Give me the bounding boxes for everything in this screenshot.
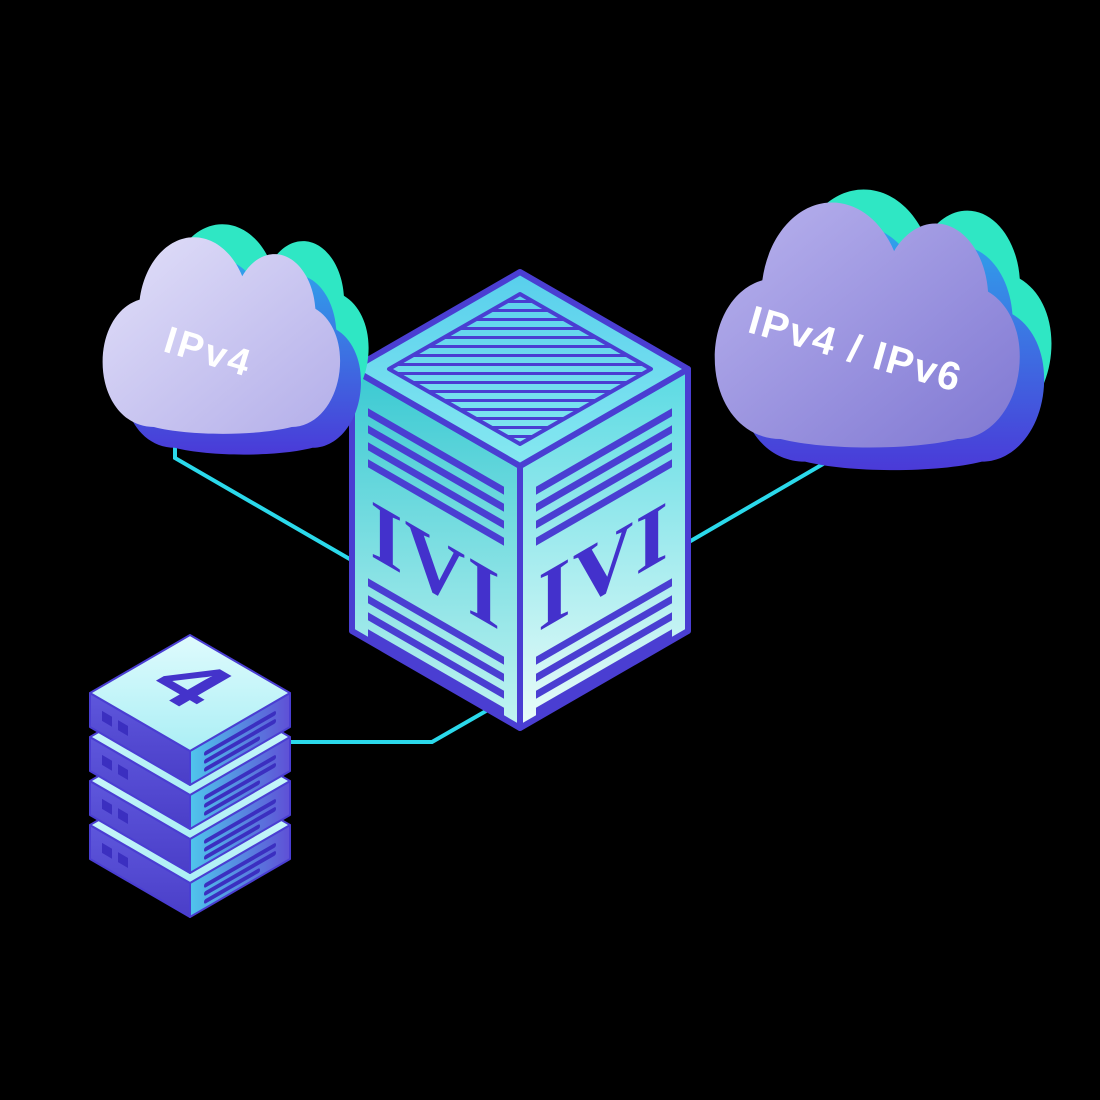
- ipv4-ipv6-cloud: IPv4 / IPv6: [714, 189, 1052, 471]
- ipv4-server-stack: 4: [89, 634, 291, 918]
- cube-top-hatch-panel: [387, 292, 653, 446]
- ipv4-cloud: IPv4: [102, 224, 369, 455]
- ivi-translator-cube: IVI IVI: [349, 269, 691, 731]
